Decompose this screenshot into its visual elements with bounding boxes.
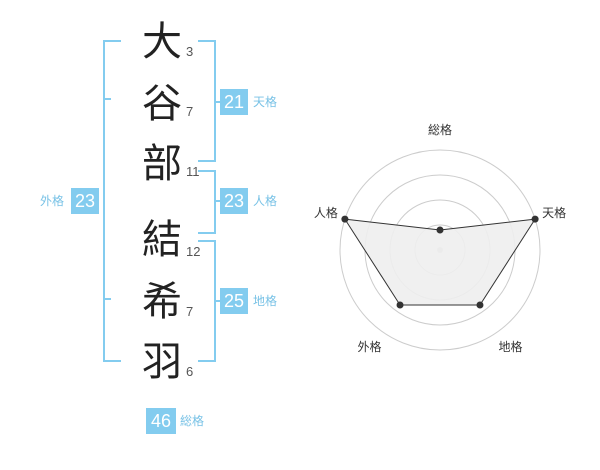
soukaku-label: 総格 [180,414,205,428]
jinkaku-value: 23 [220,188,248,214]
gaikaku-value: 23 [71,188,99,214]
soukaku-value: 46 [146,408,176,434]
jinkaku-connector [214,200,222,202]
radar-axis-label: 外格 [357,339,381,354]
chikaku-label: 地格 [253,294,278,308]
stroke-count-6: 6 [186,364,194,379]
jinkaku-bracket [198,170,216,234]
gaikaku-label: 外格 [40,194,65,208]
stroke-count-5: 7 [186,304,194,319]
name-char-2: 谷 [142,81,182,127]
radar-point [476,301,484,309]
radar-axis-label: 天格 [542,205,566,220]
radar-point [436,226,444,234]
stroke-count-4: 12 [186,244,201,259]
name-char-6: 羽 [142,339,182,385]
gaikaku-bracket [103,40,121,362]
gaikaku-bracket-tick [103,98,111,100]
jinkaku-label: 人格 [253,194,278,208]
radar-point [341,215,349,223]
stroke-count-2: 7 [186,104,194,119]
radar-series-polygon [343,218,537,306]
tenkaku-label: 天格 [253,95,278,109]
chikaku-connector [214,300,222,302]
tenkaku-connector [214,101,222,103]
name-char-5: 希 [142,279,182,325]
gaikaku-bracket-tick [103,298,111,300]
radar-point [396,301,404,309]
radar-ring [339,149,541,351]
radar-point [531,215,539,223]
name-char-1: 大 [142,19,182,65]
radar-axis-label: 地格 [499,339,523,354]
radar-axis-label: 人格 [314,205,338,220]
chikaku-value: 25 [220,288,248,314]
name-char-4: 結 [142,217,182,263]
tenkaku-value: 21 [220,89,248,115]
stroke-count-1: 3 [186,44,194,59]
name-char-3: 部 [142,141,182,187]
radar-axis-label: 総格 [428,122,452,137]
stroke-count-3: 11 [186,164,200,179]
